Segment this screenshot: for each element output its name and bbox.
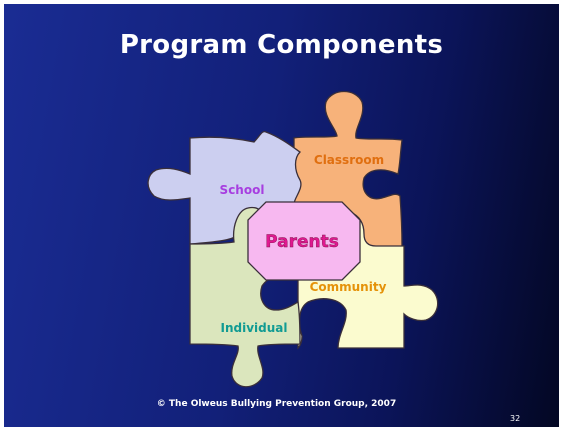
school-label: School (220, 183, 265, 197)
community-label: Community (310, 280, 387, 294)
parents-octagon (247, 201, 361, 281)
parents-label: Parents (265, 232, 339, 252)
copyright-notice: © The Olweus Bullying Prevention Group, … (156, 399, 397, 409)
page-number: 32 (510, 414, 521, 423)
individual-label: Individual (221, 321, 288, 335)
puzzle-graphic: School Classroom Community Individual Pa… (147, 90, 439, 388)
slide-title: Program Components (119, 30, 444, 60)
classroom-label: Classroom (314, 153, 384, 167)
slide: Program Components School Classroom Comm… (4, 4, 559, 427)
